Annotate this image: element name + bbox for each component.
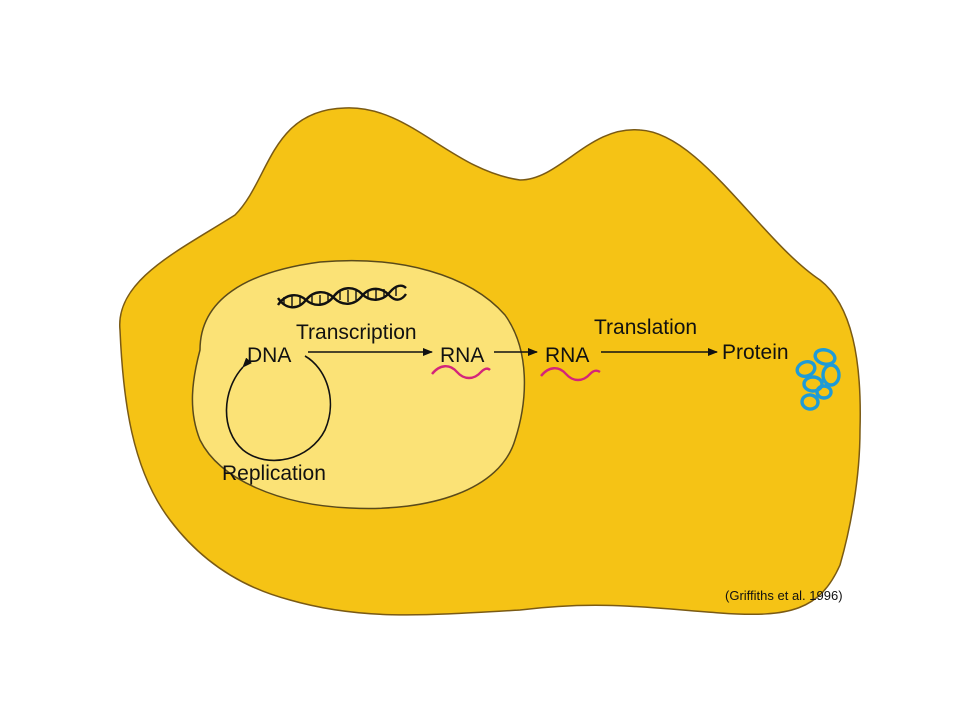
label-protein: Protein bbox=[722, 341, 789, 364]
label-translation: Translation bbox=[594, 316, 697, 339]
protein-icon bbox=[795, 348, 841, 411]
label-dna: DNA bbox=[247, 344, 291, 367]
nucleus bbox=[191, 259, 526, 510]
citation-text: (Griffiths et al. 1996) bbox=[725, 588, 843, 603]
label-transcription: Transcription bbox=[296, 321, 417, 344]
rna-strand-nucleus-icon bbox=[431, 365, 491, 380]
label-replication: Replication bbox=[222, 462, 326, 485]
rna-strand-cytoplasm-icon bbox=[540, 367, 601, 382]
replication-loop-arrow bbox=[225, 355, 332, 462]
label-rna-cytoplasm: RNA bbox=[545, 344, 589, 367]
label-rna-nucleus: RNA bbox=[440, 344, 484, 367]
dna-helix-icon bbox=[277, 284, 407, 309]
